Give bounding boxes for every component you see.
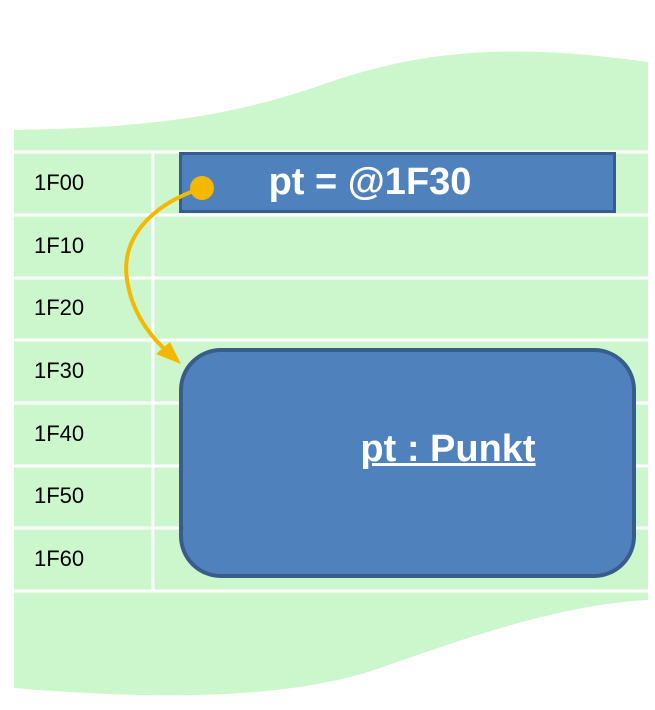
- object-label: pt : Punkt: [360, 428, 536, 470]
- pointer-origin-dot: [190, 176, 214, 200]
- address-label: 1F40: [34, 421, 85, 446]
- address-label: 1F10: [34, 233, 85, 258]
- pointer-variable-box: [179, 152, 616, 213]
- arrowhead-icon: [156, 342, 181, 364]
- address-label: 1F00: [34, 170, 85, 195]
- address-label: 1F30: [34, 358, 85, 383]
- address-label: 1F50: [34, 483, 85, 508]
- address-label: 1F60: [34, 546, 85, 571]
- arrow-curve: [124, 186, 204, 354]
- address-label: 1F20: [34, 295, 85, 320]
- object-box: [179, 348, 636, 578]
- pointer-label: pt = @1F30: [268, 161, 472, 203]
